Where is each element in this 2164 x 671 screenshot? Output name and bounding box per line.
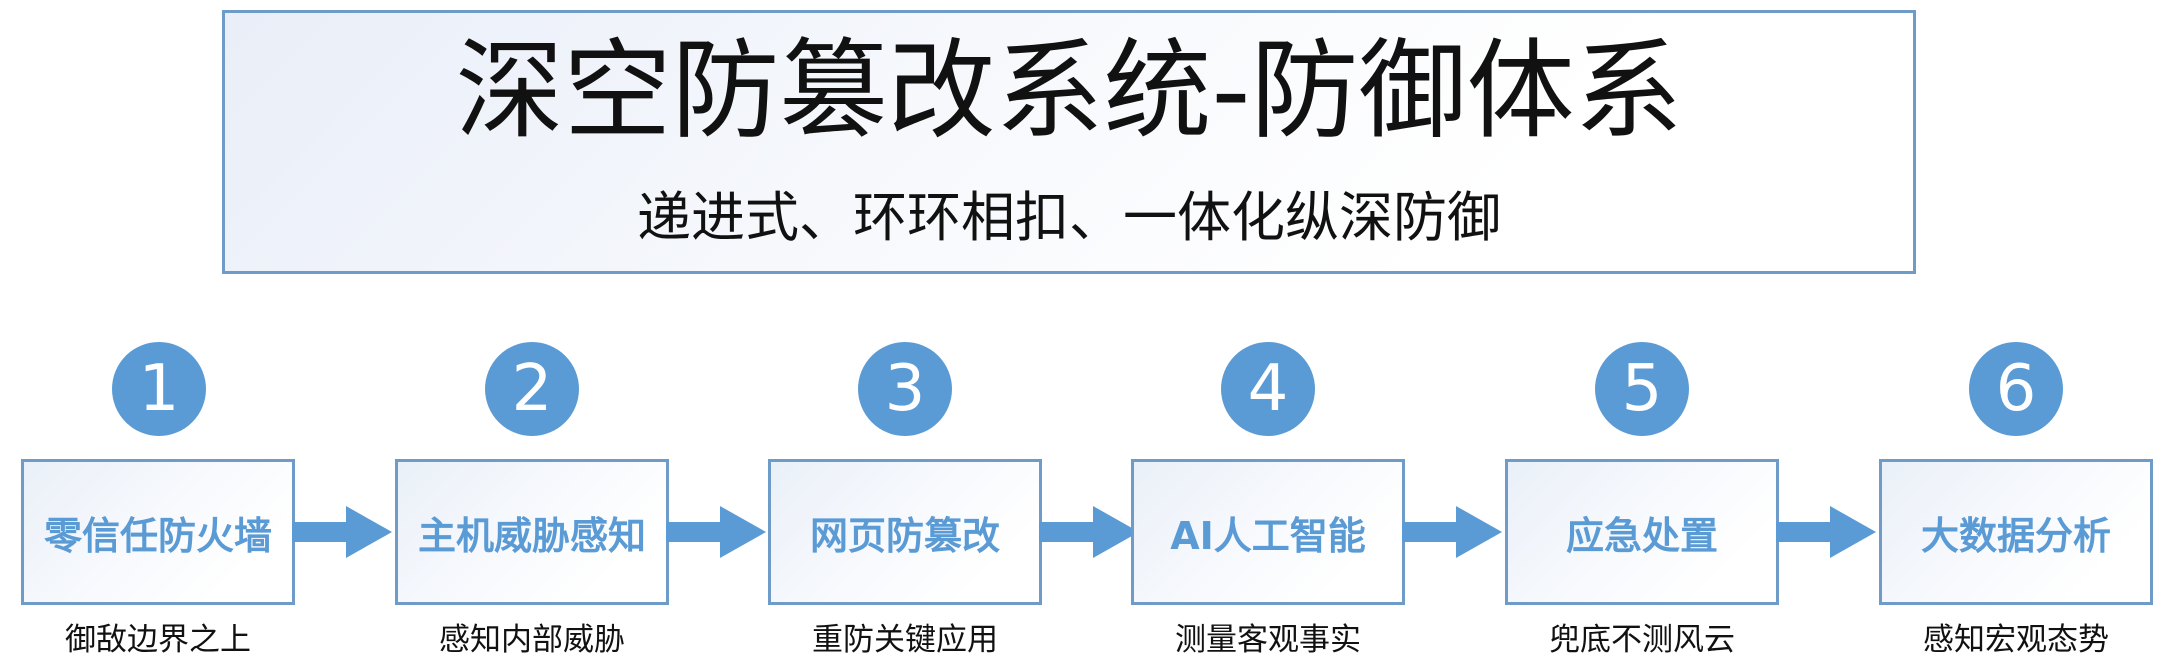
step-number-circle: 5: [1595, 342, 1689, 436]
step-box: 应急处置: [1505, 459, 1779, 605]
step-label: 应急处置: [1565, 513, 1718, 558]
step-caption: 测量客观事实: [1175, 622, 1361, 658]
step-number-circle: 4: [1221, 342, 1315, 436]
right-arrow-icon: [1039, 506, 1139, 558]
page-title: 深空防篡改系统-防御体系: [455, 29, 1683, 154]
step-number-circle: 1: [112, 342, 206, 436]
step-number-circle: 2: [485, 342, 579, 436]
step-label: 大数据分析: [1920, 513, 2111, 558]
header-box: 深空防篡改系统-防御体系 递进式、环环相扣、一体化纵深防御: [222, 10, 1916, 274]
step-box: 大数据分析: [1879, 459, 2153, 605]
right-arrow-icon: [292, 506, 392, 558]
step-number-circle: 3: [858, 342, 952, 436]
page-subtitle: 递进式、环环相扣、一体化纵深防御: [637, 186, 1501, 249]
step-caption: 感知宏观态势: [1923, 622, 2109, 658]
step-caption: 兜底不测风云: [1549, 622, 1735, 658]
right-arrow-icon: [1776, 506, 1876, 558]
step-caption: 重防关键应用: [812, 622, 998, 658]
step-caption: 御敌边界之上: [65, 622, 251, 658]
step-number-circle: 6: [1969, 342, 2063, 436]
step-label: 网页防篡改: [809, 513, 1000, 558]
step-box: AI人工智能: [1131, 459, 1405, 605]
right-arrow-icon: [666, 506, 766, 558]
step-caption: 感知内部威胁: [439, 622, 625, 658]
step-label: 主机威胁感知: [417, 513, 646, 558]
step-box: 网页防篡改: [768, 459, 1042, 605]
step-label: 零信任防火墙: [43, 513, 272, 558]
step-label: AI人工智能: [1170, 513, 1366, 558]
step-box: 零信任防火墙: [21, 459, 295, 605]
step-box: 主机威胁感知: [395, 459, 669, 605]
right-arrow-icon: [1402, 506, 1502, 558]
